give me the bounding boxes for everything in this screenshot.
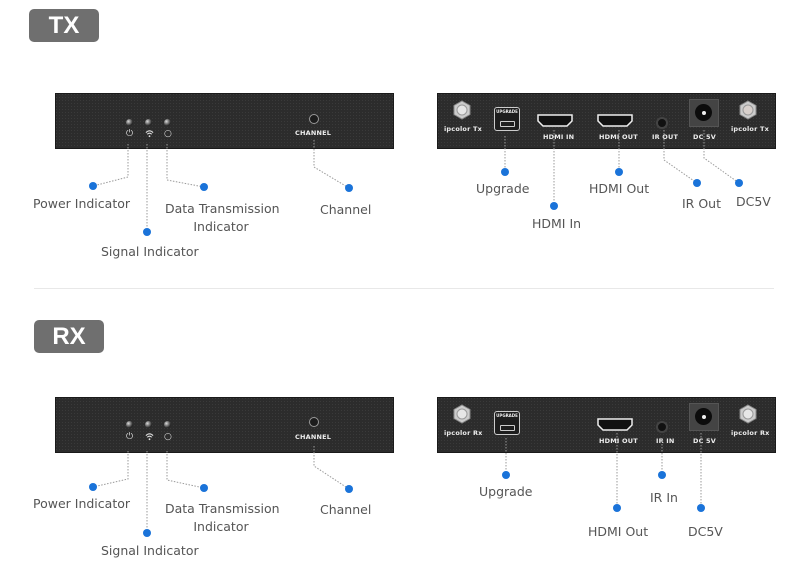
- rx-front-panel: ⏻ ○ CHANNEL: [55, 397, 394, 453]
- tx-dc5v-label: DC5V: [736, 194, 771, 209]
- power-led: [126, 119, 133, 126]
- ir-out-port-label: IR OUT: [652, 133, 679, 141]
- antenna-right-label: ipcolor Rx: [731, 429, 770, 437]
- antenna-right-label: ipcolor Tx: [731, 125, 769, 133]
- dc-jack-icon: [689, 99, 719, 127]
- rx-irin-dot: [658, 471, 666, 479]
- tx-front-panel: ⏻ ○ CHANNEL: [55, 93, 394, 149]
- wifi-icon: [145, 129, 154, 141]
- tx-data-indicator-line1: Data Transmission: [165, 201, 280, 216]
- tx-data-indicator-label: Data Transmission Indicator: [165, 201, 280, 234]
- tx-hdmiout-dot: [615, 168, 623, 176]
- channel-panel-label: CHANNEL: [295, 129, 332, 137]
- data-led: [164, 421, 171, 428]
- rx-power-leader-line: [92, 451, 129, 488]
- hdmi-in-port-label: HDMI IN: [543, 133, 575, 141]
- hdmi-out-port-label: HDMI OUT: [599, 437, 638, 445]
- rx-dc5v-label: DC5V: [688, 524, 723, 539]
- rx-power-dot: [89, 483, 97, 491]
- rx-data-indicator-line1: Data Transmission: [165, 501, 280, 516]
- antenna-left-icon: [453, 404, 471, 424]
- tx-ir-out-label: IR Out: [682, 196, 722, 211]
- rx-data-leader-line: [166, 451, 205, 489]
- antenna-left-label: ipcolor Rx: [444, 429, 483, 437]
- tx-irout-dot: [693, 179, 701, 187]
- rx-ir-in-label: IR In: [650, 490, 678, 505]
- tx-hdmi-out-label: HDMI Out: [589, 181, 650, 196]
- dc-jack-icon: [689, 403, 719, 431]
- hdmi-in-port-icon: [537, 114, 573, 127]
- upgrade-port: UPGRADE: [494, 411, 520, 435]
- antenna-left-label: ipcolor Tx: [444, 125, 482, 133]
- rx-hdmiout-dot: [613, 504, 621, 512]
- tx-data-dot: [200, 183, 208, 191]
- data-icon: ○: [164, 129, 172, 139]
- tx-channel-label: Channel: [320, 202, 372, 217]
- tx-signal-dot: [143, 228, 151, 236]
- tx-data-indicator-line2: Indicator: [193, 219, 249, 234]
- tx-upgrade-dot: [501, 168, 509, 176]
- wifi-icon: [145, 432, 154, 444]
- hdmi-out-port-label: HDMI OUT: [599, 133, 638, 141]
- ir-out-jack-icon: [656, 117, 668, 129]
- upgrade-port-label: UPGRADE: [496, 109, 518, 114]
- tx-power-leader-line: [92, 144, 129, 187]
- rx-dc-dot: [697, 504, 705, 512]
- dc-port-label: DC 5V: [693, 133, 716, 141]
- rx-data-indicator-label: Data Transmission Indicator: [165, 501, 280, 534]
- tx-channel-dot: [345, 184, 353, 192]
- data-icon: ○: [164, 432, 172, 442]
- rx-upgrade-label: Upgrade: [479, 484, 533, 499]
- rx-badge: RX: [34, 320, 104, 353]
- tx-upgrade-label: Upgrade: [476, 181, 530, 196]
- tx-signal-indicator-label: Signal Indicator: [101, 244, 199, 259]
- antenna-right-icon: [739, 404, 757, 424]
- rx-channel-dot: [345, 485, 353, 493]
- rx-hdmi-out-label: HDMI Out: [588, 524, 649, 539]
- tx-dc-dot: [735, 179, 743, 187]
- rx-data-indicator-line2: Indicator: [193, 519, 249, 534]
- rx-channel-label: Channel: [320, 502, 372, 517]
- channel-button: [309, 114, 319, 124]
- hdmi-out-port-icon: [597, 114, 633, 127]
- tx-data-leader-line: [166, 144, 205, 188]
- rx-upgrade-dot: [502, 471, 510, 479]
- power-icon: ⏻: [126, 129, 134, 139]
- rx-data-dot: [200, 484, 208, 492]
- rx-power-indicator-label: Power Indicator: [33, 496, 131, 511]
- antenna-right-icon: [739, 100, 757, 120]
- rx-back-panel: ipcolor Rx UPGRADE HDMI OUT IR IN DC 5V …: [437, 397, 776, 453]
- tx-hdmi-in-label: HDMI In: [532, 216, 582, 231]
- antenna-left-icon: [453, 100, 471, 120]
- channel-panel-label: CHANNEL: [295, 433, 332, 441]
- rx-signal-dot: [143, 529, 151, 537]
- tx-hdmiin-dot: [550, 202, 558, 210]
- tx-back-panel: ipcolor Tx UPGRADE HDMI IN HDMI OUT IR O…: [437, 93, 776, 149]
- ir-in-jack-icon: [656, 421, 668, 433]
- tx-badge: TX: [29, 9, 99, 42]
- rx-signal-indicator-label: Signal Indicator: [101, 543, 199, 558]
- power-icon: ⏻: [126, 432, 134, 442]
- dc-port-label: DC 5V: [693, 437, 716, 445]
- data-led: [164, 119, 171, 126]
- power-led: [126, 421, 133, 428]
- tx-power-dot: [89, 182, 97, 190]
- tx-power-indicator-label: Power Indicator: [33, 196, 131, 211]
- upgrade-port: UPGRADE: [494, 107, 520, 131]
- section-divider: [34, 288, 774, 289]
- signal-led: [145, 421, 152, 428]
- ir-in-port-label: IR IN: [656, 437, 675, 445]
- channel-button: [309, 417, 319, 427]
- upgrade-port-label: UPGRADE: [496, 413, 518, 418]
- hdmi-out-port-icon: [597, 418, 633, 431]
- signal-led: [145, 119, 152, 126]
